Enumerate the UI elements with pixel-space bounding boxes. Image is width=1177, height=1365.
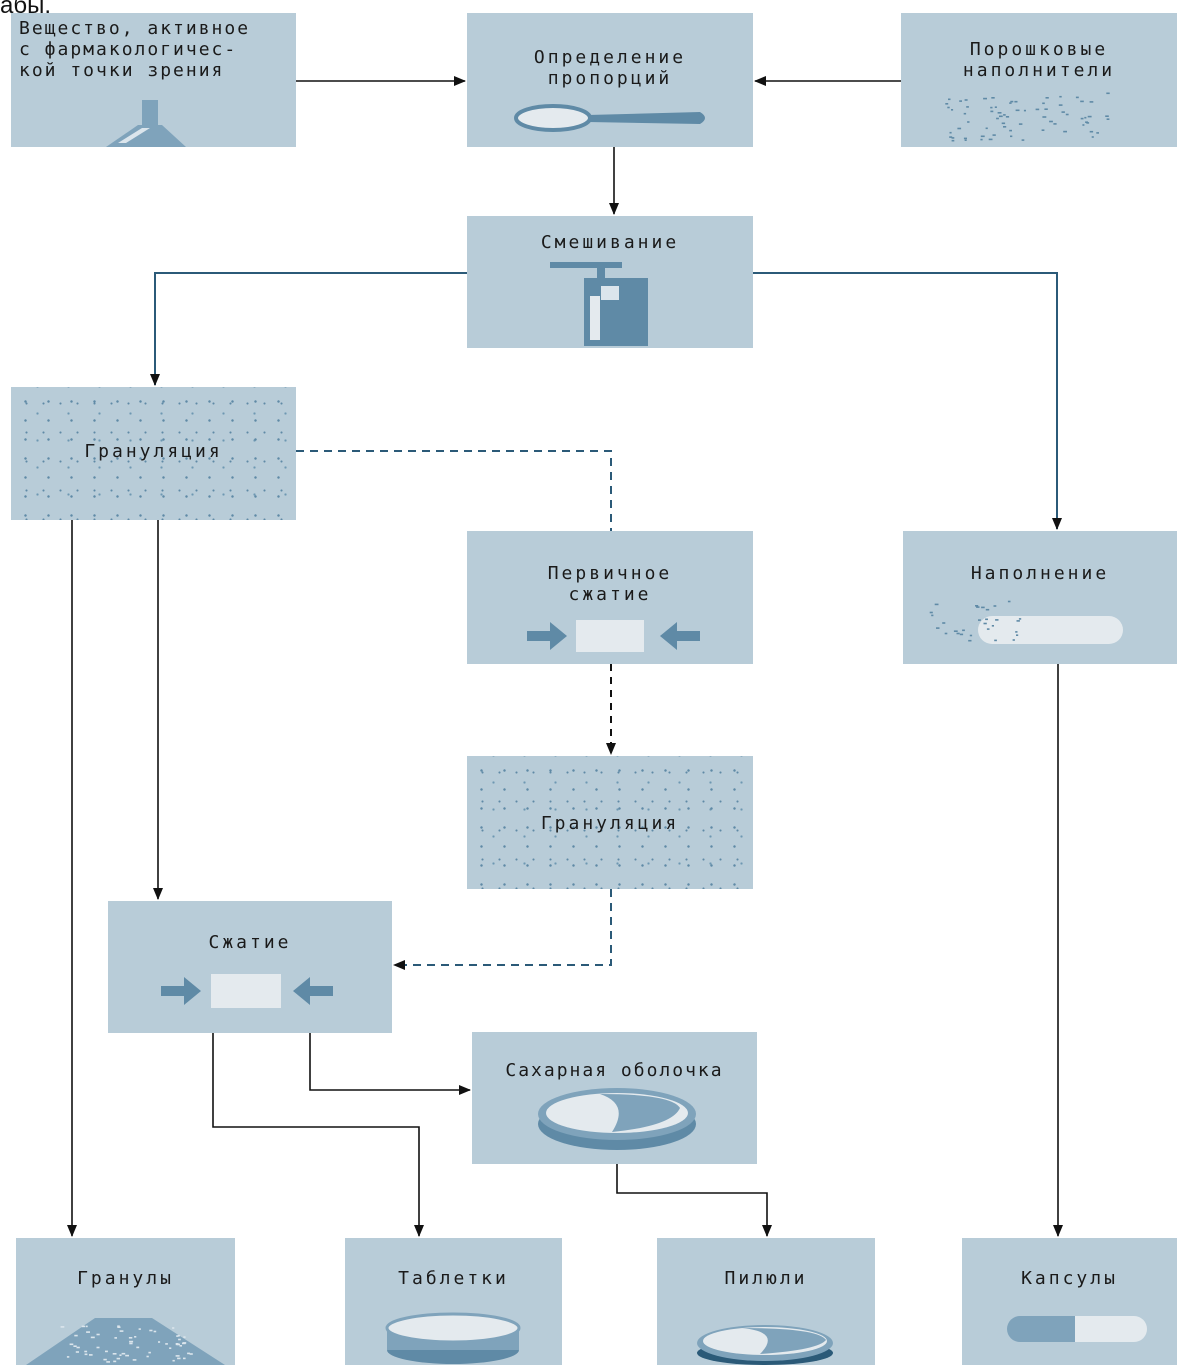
mixer-beaker-icon — [550, 262, 648, 346]
node-compression-label: Сжатие — [208, 932, 292, 953]
press-arrows-icon — [527, 620, 700, 652]
granule-pile-icon — [26, 1318, 225, 1365]
edge-compression-to-sugar-coating — [309, 1033, 471, 1095]
node-fillers-label: Порошковые наполнители — [962, 39, 1116, 81]
node-granulation-1: Грануляция — [11, 387, 296, 520]
node-mixing-label: Смешивание — [540, 232, 680, 253]
node-granules-label: Гранулы — [77, 1268, 174, 1289]
node-filling-label: Наполнение — [970, 563, 1110, 584]
spoon-icon — [514, 104, 705, 132]
press-arrows-icon — [161, 974, 333, 1008]
node-granulation-2-label: Грануляция — [540, 813, 680, 834]
node-fillers: Порошковые наполнители — [901, 13, 1177, 147]
edge-mixing-to-granulation — [150, 272, 467, 386]
coated-pill-icon — [538, 1088, 696, 1150]
tablet-icon — [385, 1312, 521, 1364]
node-substance: Вещество, активное с фармакологичес- кой… — [11, 13, 296, 147]
edge-compression-to-tablets — [212, 1033, 424, 1237]
node-primary-compression-label: Первичное сжатие — [547, 563, 673, 605]
edge-sugar-coating-to-pills — [616, 1164, 772, 1237]
node-proportions: Определение пропорций — [467, 13, 753, 147]
node-granulation-1-label: Грануляция — [84, 441, 223, 462]
node-pills-label: Пилюли — [724, 1268, 808, 1289]
pill-icon — [697, 1325, 833, 1365]
node-granulation-2: Грануляция — [467, 756, 753, 889]
powder-dots-icon — [945, 92, 1110, 142]
node-compression: Сжатие — [108, 901, 392, 1033]
capsule-icon — [1007, 1316, 1147, 1342]
node-substance-label: Вещество, активное с фармакологичес- кой… — [19, 18, 251, 81]
node-sugar-coating-label: Сахарная оболочка — [505, 1060, 724, 1081]
edge-granulation-2-to-compression — [393, 889, 612, 970]
node-capsules-label: Капсулы — [1021, 1268, 1118, 1289]
node-capsules: Капсулы — [962, 1238, 1177, 1365]
fume-hood-icon — [106, 100, 186, 147]
edge-mixing-to-filling — [753, 272, 1062, 530]
node-proportions-label: Определение пропорций — [533, 47, 687, 89]
node-tablets-label: Таблетки — [398, 1268, 509, 1289]
capsule-filling-icon — [929, 600, 1123, 644]
edge-granulation-to-primary-compression — [296, 450, 612, 531]
